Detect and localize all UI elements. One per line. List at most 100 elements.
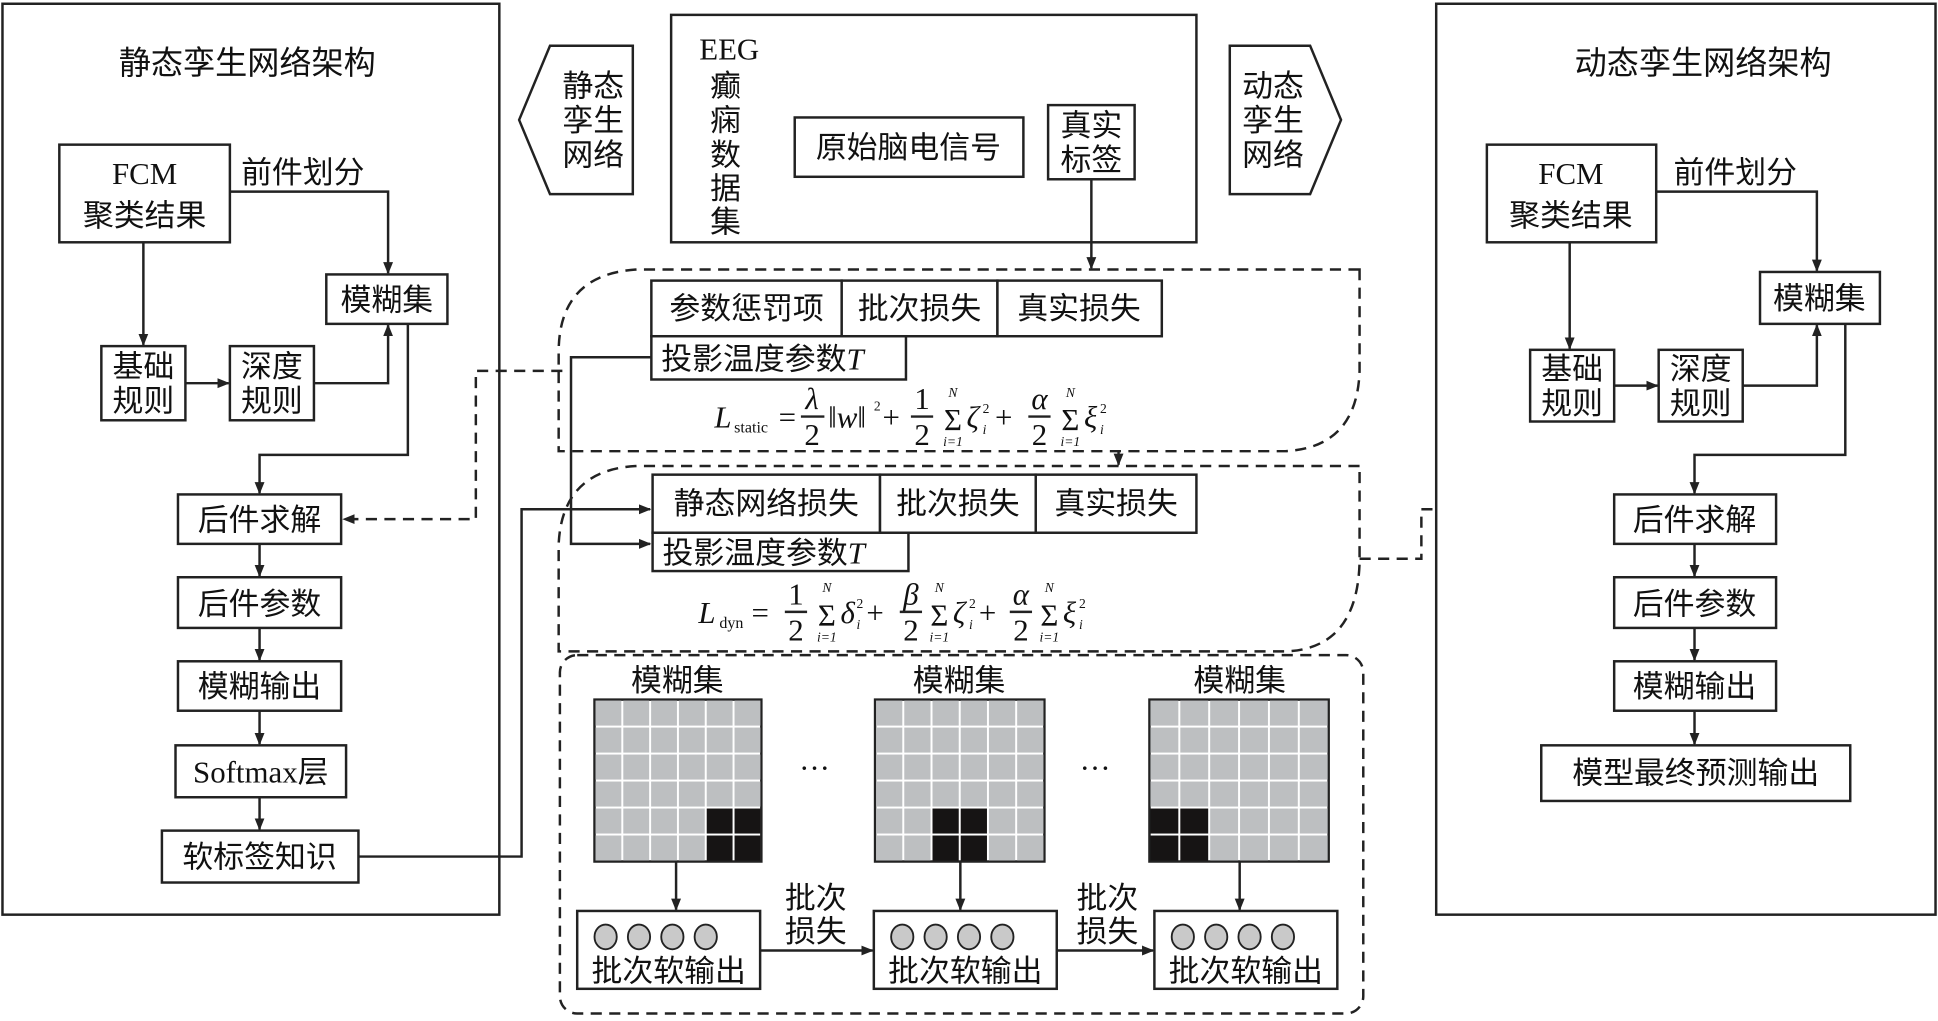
- grid-cell: [734, 781, 761, 807]
- fcm-box: [58, 143, 232, 244]
- deep-rule-label: 深度: [1670, 351, 1732, 386]
- grid-cell: [932, 700, 959, 726]
- panel-title: 静态孪生网络架构: [119, 45, 376, 81]
- arrow-label: 孪生: [562, 103, 624, 138]
- arrow-label: 网络: [1242, 138, 1304, 173]
- dynamic-loss-region: 静态网络损失 批次损失 真实损失 投影温度参数T L dyn = 1 2 N Σ…: [557, 464, 1361, 653]
- grid-cell: [876, 700, 903, 726]
- batch-soft-output-label: 批次软输出: [888, 953, 1042, 988]
- batch-loss-label: 批次损失: [858, 291, 982, 326]
- grid-cell: [904, 781, 931, 807]
- f: ξ: [1063, 595, 1077, 630]
- f: 2: [1100, 401, 1107, 416]
- consequent-solve-label: 后件求解: [198, 502, 321, 537]
- static-loss-formula: L static = λ 2 ‖w‖ 2 + 1 2 N Σ i=1 ζ 2 i…: [713, 381, 1107, 452]
- static-net-loss-label: 静态网络损失: [674, 486, 859, 521]
- f: N: [821, 580, 832, 595]
- f: N: [934, 580, 945, 595]
- dataset-char: 癫: [710, 68, 741, 103]
- grid-cell: [1240, 781, 1268, 807]
- batch-soft-output-label: 批次软输出: [1169, 953, 1323, 988]
- grid-cell: [988, 700, 1016, 726]
- grid-cell: [1269, 781, 1298, 807]
- arrow-label: 孪生: [1242, 103, 1304, 138]
- fuzzy-set-label: 模糊集: [1773, 281, 1866, 316]
- grid-cell: [1210, 754, 1239, 780]
- f: δ: [840, 595, 855, 630]
- grid-cell: [678, 808, 705, 834]
- final-output-label: 模型最终预测输出: [1572, 756, 1819, 791]
- grid-cell: [1017, 781, 1044, 807]
- eeg-dataset-box: EEG 癫 痫 数 据 集 原始脑电信号 真实 标签: [669, 13, 1198, 244]
- f: =: [751, 595, 768, 630]
- batch-loss-label: 损失: [785, 914, 847, 949]
- output-neuron: [626, 923, 652, 951]
- antecedent-label: 前件划分: [1674, 155, 1797, 190]
- grid-cell: [1150, 700, 1179, 726]
- f: Σ: [818, 597, 836, 632]
- f: Σ: [944, 402, 962, 437]
- grid-cell: [1210, 781, 1239, 807]
- grid-cell: [595, 754, 622, 780]
- grid-cell: [1240, 727, 1268, 753]
- consequent-params-label: 后件参数: [198, 586, 321, 621]
- grid-cell: [960, 781, 987, 807]
- grid-cell: [1180, 727, 1209, 753]
- grid-cell: [1150, 781, 1179, 807]
- output-neuron: [1237, 923, 1262, 951]
- grid-cell: [595, 727, 622, 753]
- active-cell: [1150, 835, 1179, 861]
- dataset-char: 据: [710, 171, 741, 206]
- output-neuron: [956, 923, 982, 951]
- grid-cell: [1240, 700, 1268, 726]
- grid-cell: [932, 754, 959, 780]
- f: i=1: [1039, 630, 1059, 645]
- f: 2: [857, 596, 864, 611]
- grid-cell: [678, 835, 705, 861]
- grid-cell: [623, 808, 650, 834]
- grid-cell: [651, 808, 677, 834]
- grid-cell: [595, 808, 622, 834]
- grid-cell: [623, 700, 650, 726]
- f: +: [995, 400, 1012, 435]
- grid-cell: [678, 700, 705, 726]
- grid-cell: [623, 835, 650, 861]
- grid-cell: [904, 727, 931, 753]
- raw-signal-label: 原始脑电信号: [816, 130, 1001, 165]
- grid-cell: [1299, 727, 1328, 753]
- consequent-params-label: 后件参数: [1633, 586, 1756, 621]
- f: 2: [969, 596, 976, 611]
- antecedent-label: 前件划分: [241, 155, 365, 190]
- grid-cell: [734, 700, 761, 726]
- grid-cell: [1210, 835, 1239, 861]
- soft-label-label: 软标签知识: [182, 840, 336, 875]
- grid-cell: [932, 781, 959, 807]
- f: 2: [788, 612, 803, 647]
- fuzzy-set-grid: [1148, 698, 1330, 863]
- grid-cell: [1210, 700, 1239, 726]
- deep-rule-label-2: 规则: [241, 384, 303, 419]
- fuzzy-set-label: 模糊集: [341, 282, 434, 317]
- f: β: [902, 576, 919, 611]
- fuzzy-set-grid: [873, 698, 1046, 863]
- f: 2: [1032, 417, 1047, 452]
- arrow-label: 静态: [562, 68, 624, 103]
- grid-cell: [678, 781, 705, 807]
- grid-cell: [988, 754, 1016, 780]
- active-cell: [960, 835, 987, 861]
- f: +: [882, 400, 899, 435]
- batch-loss-label: 批次损失: [896, 486, 1020, 521]
- grid-cell: [706, 781, 733, 807]
- static-siamese-panel: 静态孪生网络架构 FCM 聚类结果 前件划分 模糊集 基础 规则 深度 规则 后…: [1, 2, 501, 916]
- grid-cell: [904, 754, 931, 780]
- raw-signal-box: [793, 116, 1025, 179]
- ellipsis: ···: [799, 751, 830, 786]
- f: 2: [1079, 596, 1086, 611]
- f: N: [947, 385, 958, 400]
- dynamic-siamese-panel: 动态孪生网络架构 FCM 聚类结果 前件划分 模糊集 基础 规则 深度 规则 后…: [1434, 2, 1937, 916]
- grid-cell: [932, 727, 959, 753]
- static-loss-region: 参数惩罚项 批次损失 真实损失 投影温度参数T L static = λ 2 ‖…: [557, 268, 1361, 453]
- basic-rule-label-2: 规则: [1541, 386, 1603, 421]
- grid-cell: [1180, 700, 1209, 726]
- active-cell: [1180, 808, 1209, 834]
